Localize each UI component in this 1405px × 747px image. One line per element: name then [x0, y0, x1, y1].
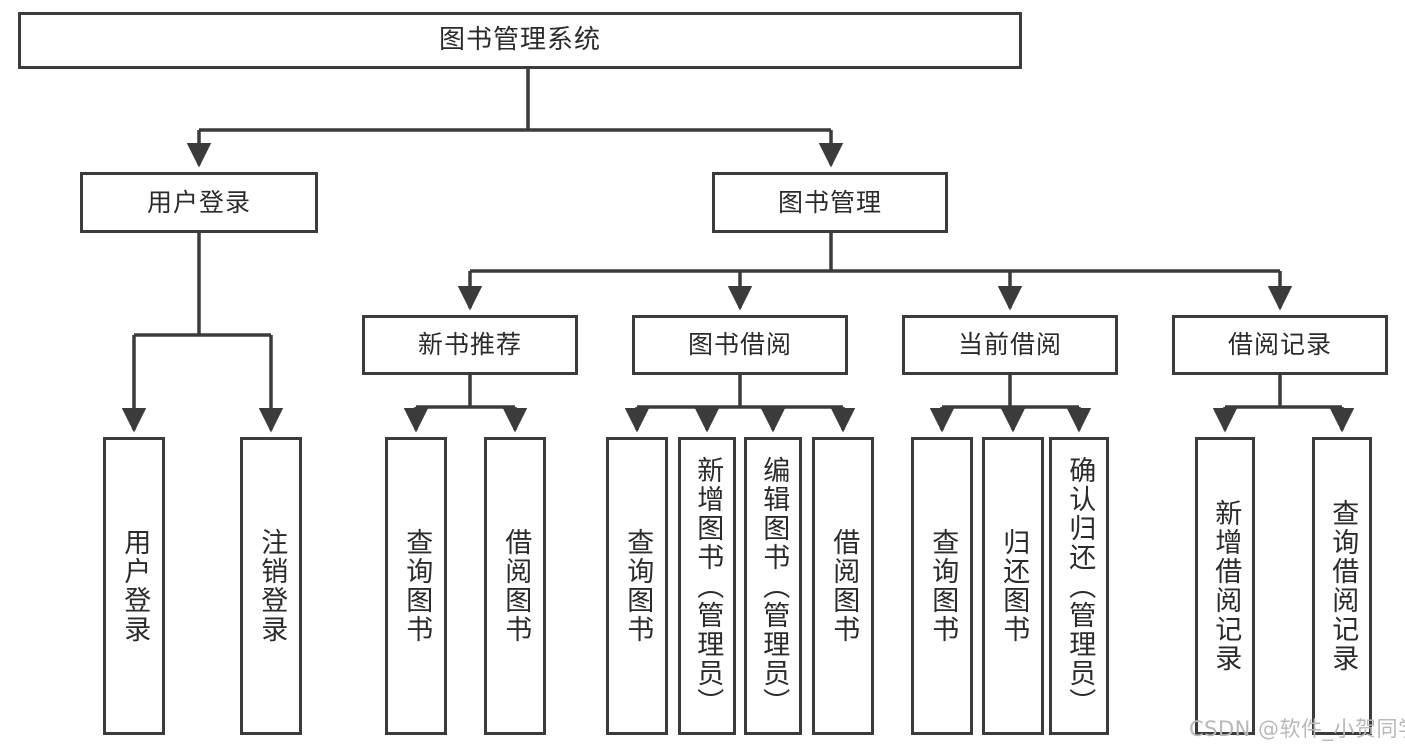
- node-leaf-bookborrow-add[interactable]: 新增图书（管理员）: [678, 437, 736, 735]
- node-leaf-record-query-label: 查询借阅记录: [1327, 499, 1359, 673]
- node-user-login[interactable]: 用户登录: [80, 172, 318, 233]
- node-borrow-record-label: 借阅记录: [1227, 330, 1332, 359]
- node-leaf-newbook-query[interactable]: 查询图书: [385, 437, 447, 735]
- node-leaf-bookborrow-query-label: 查询图书: [622, 528, 654, 644]
- node-leaf-user-login-label: 用户登录: [119, 528, 151, 644]
- node-leaf-bookborrow-edit-label: 编辑图书（管理员）: [758, 455, 790, 717]
- node-leaf-currentborrow-confirm[interactable]: 确认归还（管理员）: [1049, 437, 1109, 735]
- node-borrow-record[interactable]: 借阅记录: [1172, 315, 1388, 375]
- node-leaf-record-add[interactable]: 新增借阅记录: [1195, 437, 1255, 735]
- node-leaf-currentborrow-query-label: 查询图书: [927, 528, 959, 644]
- node-leaf-bookborrow-edit[interactable]: 编辑图书（管理员）: [744, 437, 802, 735]
- node-current-borrow[interactable]: 当前借阅: [902, 315, 1118, 375]
- node-new-book-recommend[interactable]: 新书推荐: [362, 315, 578, 375]
- node-leaf-logout[interactable]: 注销登录: [240, 437, 302, 735]
- node-book-borrow[interactable]: 图书借阅: [632, 315, 848, 375]
- node-book-manage-label: 图书管理: [777, 187, 882, 217]
- node-user-login-label: 用户登录: [146, 187, 251, 217]
- node-leaf-newbook-borrow-label: 借阅图书: [500, 528, 532, 644]
- node-current-borrow-label: 当前借阅: [957, 330, 1062, 359]
- node-root-system-label: 图书管理系统: [438, 24, 601, 55]
- node-leaf-newbook-query-label: 查询图书: [401, 528, 433, 644]
- node-leaf-logout-label: 注销登录: [256, 528, 288, 644]
- node-new-book-recommend-label: 新书推荐: [417, 330, 522, 359]
- node-leaf-currentborrow-return[interactable]: 归还图书: [982, 437, 1044, 735]
- node-root-system[interactable]: 图书管理系统: [18, 12, 1022, 69]
- node-leaf-bookborrow-add-label: 新增图书（管理员）: [692, 455, 724, 717]
- node-leaf-user-login[interactable]: 用户登录: [103, 437, 165, 735]
- node-leaf-bookborrow-query[interactable]: 查询图书: [606, 437, 668, 735]
- node-leaf-bookborrow-borrow-label: 借阅图书: [828, 528, 860, 644]
- node-book-manage[interactable]: 图书管理: [712, 172, 948, 233]
- node-leaf-record-add-label: 新增借阅记录: [1210, 499, 1242, 673]
- node-leaf-record-query[interactable]: 查询借阅记录: [1312, 437, 1372, 735]
- node-leaf-currentborrow-return-label: 归还图书: [998, 528, 1030, 644]
- node-leaf-newbook-borrow[interactable]: 借阅图书: [484, 437, 546, 735]
- node-leaf-currentborrow-confirm-label: 确认归还（管理员）: [1064, 455, 1096, 717]
- node-leaf-bookborrow-borrow[interactable]: 借阅图书: [812, 437, 874, 735]
- node-book-borrow-label: 图书借阅: [687, 330, 792, 359]
- node-leaf-currentborrow-query[interactable]: 查询图书: [911, 437, 973, 735]
